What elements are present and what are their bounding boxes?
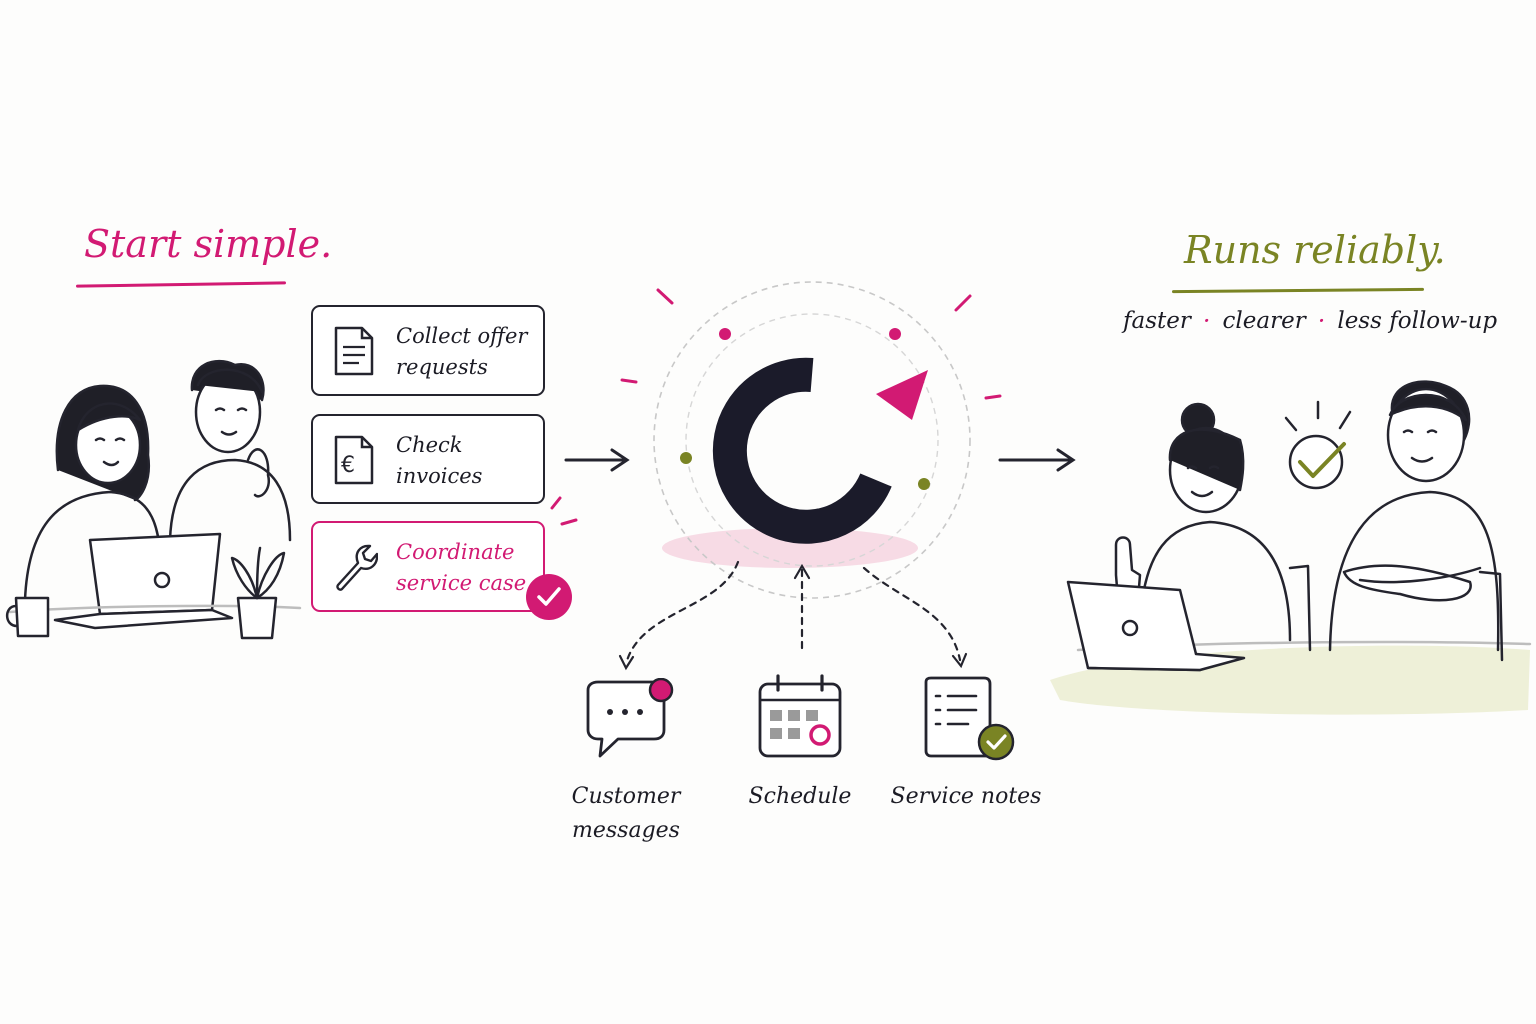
tool-customer-messages: Customer messages — [541, 780, 711, 848]
tool-connectors — [624, 560, 962, 666]
svg-text:€: € — [341, 453, 355, 478]
tool-label: Schedule — [748, 784, 852, 809]
right-team-illustration — [1050, 380, 1532, 715]
start-simple-headline: Start simple. — [84, 222, 333, 266]
flow-arrows — [564, 448, 1076, 472]
task-label: Collect offer requests — [396, 324, 528, 379]
tool-label: Customer messages — [571, 784, 681, 843]
tool-label: Service notes — [890, 784, 1042, 809]
separator-dot: · — [1317, 307, 1326, 335]
center-hub — [550, 281, 1002, 599]
benefit-faster: faster — [1123, 308, 1191, 334]
separator-dot: · — [1202, 307, 1211, 335]
wrench-icon — [336, 544, 378, 591]
calendar-icon — [758, 674, 842, 758]
task-label: Coordinate service case — [396, 540, 527, 595]
tool-service-notes: Service notes — [881, 780, 1051, 814]
arrow-logo-to-result — [998, 448, 1076, 472]
document-icon — [334, 326, 374, 376]
euro-document-icon: € — [334, 435, 374, 485]
circular-arrow-logo — [712, 357, 892, 544]
checkmark-icon — [537, 587, 561, 606]
task-label: Check invoices — [396, 433, 483, 488]
arrow-tasks-to-logo — [564, 448, 630, 472]
benefit-clearer: clearer — [1222, 308, 1306, 334]
benefit-list: faster · clearer · less follow-up — [1123, 307, 1497, 335]
checklist-icon — [924, 676, 1015, 761]
tool-schedule: Schedule — [715, 780, 885, 814]
task-card-collect-offer-requests[interactable]: Collect offer requests — [311, 305, 545, 396]
benefit-less-follow-up: less follow-up — [1337, 308, 1498, 334]
task-card-check-invoices[interactable]: € Check invoices — [311, 414, 545, 504]
task-done-check — [526, 574, 572, 620]
task-card-coordinate-service-case[interactable]: Coordinate service case — [311, 521, 545, 612]
left-team-illustration — [5, 359, 302, 640]
runs-reliably-headline: Runs reliably. — [1184, 228, 1446, 272]
chat-bubble-icon — [586, 678, 674, 758]
